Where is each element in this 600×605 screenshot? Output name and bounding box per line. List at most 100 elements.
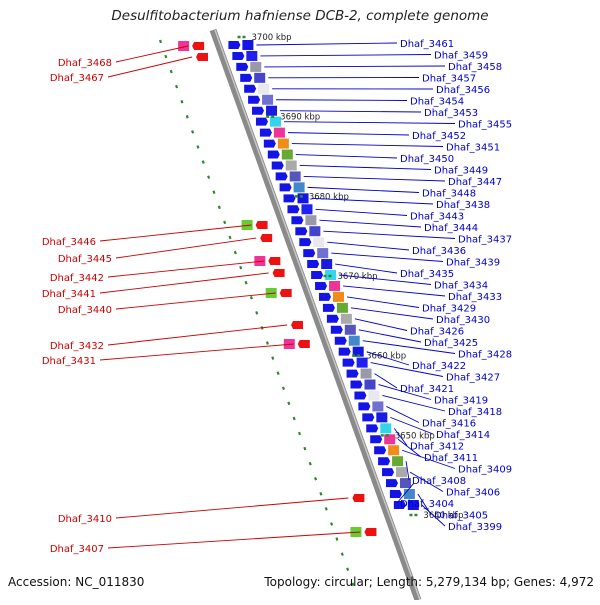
forward-gene-label: Dhaf_3457: [422, 74, 476, 85]
reverse-gene-arrow: [364, 528, 376, 536]
forward-gene-block: [266, 106, 277, 116]
forward-gene-arrow: [295, 227, 307, 235]
forward-gene-label: Dhaf_3425: [424, 338, 478, 349]
forward-gene-arrow: [347, 370, 359, 378]
forward-gene-label: Dhaf_3454: [410, 97, 464, 108]
forward-gene-arrow: [327, 315, 339, 323]
reverse-gene-arrow: [196, 53, 208, 61]
reverse-gene-leader: [100, 273, 269, 293]
forward-gene-label: Dhaf_3443: [410, 212, 464, 223]
forward-gene-block: [301, 204, 312, 214]
reverse-gene-label: Dhaf_3446: [42, 237, 96, 248]
forward-gene-block: [404, 489, 415, 499]
scale-tick-label: 3680 kbp: [309, 192, 349, 202]
forward-gene-label: Dhaf_3434: [434, 281, 488, 292]
forward-gene-arrow: [358, 402, 370, 410]
forward-gene-arrow: [323, 304, 335, 312]
forward-gene-block: [254, 73, 265, 83]
map-title: Desulfitobacterium hafniense DCB-2, comp…: [0, 8, 600, 24]
forward-gene-label: Dhaf_3411: [424, 453, 478, 464]
forward-gene-block: [372, 401, 383, 411]
forward-gene-label: Dhaf_3414: [436, 430, 490, 441]
forward-gene-arrow: [339, 348, 351, 356]
forward-gene-block: [329, 281, 340, 291]
forward-gene-arrow: [232, 52, 244, 60]
forward-gene-leader: [343, 286, 445, 296]
forward-gene-label: Dhaf_3430: [436, 315, 490, 326]
reverse-gene-leader: [108, 57, 192, 77]
forward-gene-block: [290, 171, 301, 181]
reverse-gene-label: Dhaf_3432: [50, 341, 104, 352]
forward-gene-leader: [375, 374, 397, 388]
forward-gene-label: Dhaf_3435: [400, 269, 454, 280]
forward-gene-arrow: [268, 151, 280, 159]
forward-gene-block: [392, 456, 403, 466]
forward-gene-arrow: [378, 457, 390, 465]
forward-gene-arrow: [390, 490, 402, 498]
reverse-gene-leader: [116, 293, 276, 309]
forward-gene-arrow: [256, 118, 268, 126]
reverse-gene-leader: [116, 46, 188, 62]
reverse-gene-arrow: [256, 221, 268, 229]
forward-gene-leader: [304, 176, 445, 181]
forward-gene-leader: [296, 155, 397, 158]
forward-gene-label: Dhaf_3428: [458, 350, 512, 361]
forward-gene-leader: [256, 43, 397, 45]
forward-gene-arrow: [303, 249, 315, 257]
forward-gene-arrow: [370, 435, 382, 443]
forward-gene-block: [333, 292, 344, 302]
reverse-gene-arrow: [291, 321, 303, 329]
reverse-gene-arrow: [280, 289, 292, 297]
reverse-gene-leader: [116, 238, 256, 258]
forward-gene-leader: [264, 66, 445, 67]
forward-gene-block: [305, 215, 316, 225]
forward-gene-label: Dhaf_3405: [434, 511, 488, 522]
forward-gene-arrow: [252, 107, 264, 115]
forward-gene-label: Dhaf_3456: [436, 85, 490, 96]
forward-gene-label: Dhaf_3419: [434, 396, 488, 407]
forward-gene-arrow: [280, 183, 292, 191]
forward-gene-label: Dhaf_3416: [422, 419, 476, 430]
forward-gene-leader: [351, 308, 433, 319]
forward-gene-leader: [386, 406, 419, 422]
forward-gene-label: Dhaf_3409: [458, 465, 512, 476]
forward-gene-label: Dhaf_3437: [458, 235, 512, 246]
forward-gene-leader: [315, 209, 407, 215]
forward-gene-label: Dhaf_3438: [436, 200, 490, 211]
reverse-gene-label: Dhaf_3407: [50, 544, 104, 555]
forward-gene-label: Dhaf_3439: [446, 258, 500, 269]
forward-gene-block: [250, 62, 261, 72]
forward-gene-label: Dhaf_3449: [434, 166, 488, 177]
reverse-gene-arrow: [298, 340, 310, 348]
forward-gene-arrow: [287, 205, 299, 213]
forward-gene-label: Dhaf_3433: [448, 292, 502, 303]
forward-gene-block: [341, 314, 352, 324]
genome-summary-text: Topology: circular; Length: 5,279,134 bp…: [264, 575, 594, 589]
forward-gene-leader: [260, 55, 431, 56]
forward-gene-leader: [300, 165, 431, 169]
forward-gene-label: Dhaf_3455: [458, 120, 512, 131]
forward-gene-arrow: [311, 271, 323, 279]
reverse-gene-arrow: [268, 257, 280, 265]
forward-gene-label: Dhaf_3399: [448, 522, 502, 533]
forward-gene-arrow: [362, 413, 374, 421]
forward-gene-arrow: [272, 161, 284, 169]
forward-gene-block: [274, 128, 285, 138]
forward-gene-block: [368, 390, 379, 400]
reverse-gene-arrow: [260, 234, 272, 242]
reverse-gene-leader: [108, 532, 360, 548]
forward-gene-label: Dhaf_3444: [424, 223, 478, 234]
forward-gene-block: [294, 182, 305, 192]
forward-gene-label: Dhaf_3459: [434, 51, 488, 62]
reverse-gene-leader: [100, 225, 252, 241]
forward-gene-block: [365, 380, 376, 390]
forward-gene-block: [246, 51, 257, 61]
forward-gene-arrow: [264, 140, 276, 148]
reverse-gene-label: Dhaf_3468: [58, 58, 112, 69]
forward-gene-arrow: [307, 260, 319, 268]
forward-gene-arrow: [291, 216, 303, 224]
forward-gene-arrow: [382, 468, 394, 476]
forward-gene-leader: [288, 133, 409, 135]
reverse-gene-arrow: [273, 269, 285, 277]
